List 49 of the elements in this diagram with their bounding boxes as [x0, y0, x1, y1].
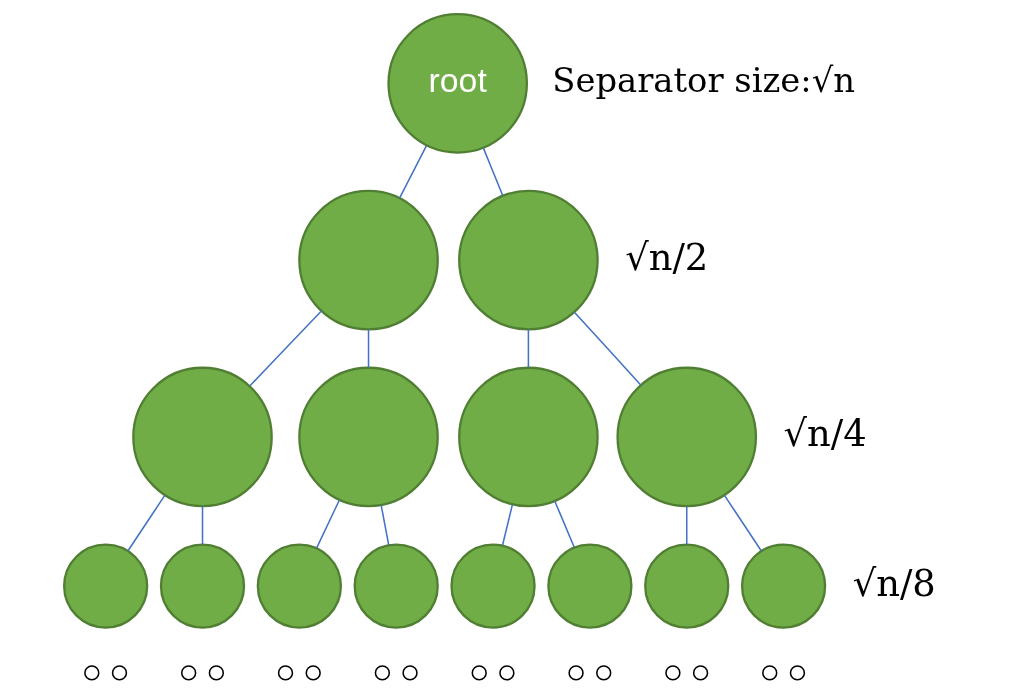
connector: [482, 147, 504, 197]
node-circle: [353, 543, 439, 629]
node-circle: [761, 665, 777, 681]
node-circle: [740, 543, 826, 629]
node-circle: [498, 665, 515, 681]
label: √n/4: [783, 412, 867, 456]
node-circle: [180, 665, 196, 681]
node-circle: [277, 665, 293, 681]
connector: [126, 494, 166, 552]
node-circle: [62, 543, 148, 629]
connector: [248, 310, 322, 387]
connector: [553, 500, 575, 549]
node-circle: root: [386, 13, 528, 154]
node-circle: [256, 543, 342, 629]
node-circle: [546, 543, 633, 629]
connector: [367, 328, 369, 369]
label: √n/8: [852, 561, 936, 605]
node-circle: [789, 665, 805, 681]
node-circle: [297, 189, 439, 331]
node-circle: [159, 543, 245, 629]
node-circle: [567, 665, 584, 681]
connector: [573, 311, 641, 386]
node-circle: [83, 665, 99, 681]
label: √n/2: [624, 235, 708, 279]
connector: [201, 505, 203, 545]
node-circle: [615, 366, 757, 508]
node-circle: [457, 366, 599, 508]
connector: [527, 328, 529, 369]
node-circle: [208, 665, 224, 681]
connector: [723, 494, 762, 552]
node-circle: [643, 543, 729, 629]
node-circle: [131, 366, 273, 508]
node-circle: [664, 665, 681, 681]
connector: [315, 499, 340, 549]
connector: [398, 144, 427, 199]
connector: [501, 503, 513, 547]
node-circle: [457, 189, 599, 331]
node-circle: [595, 665, 611, 681]
node-circle: [111, 665, 127, 681]
node-circle: [297, 366, 439, 508]
node-circle: [471, 665, 487, 681]
node-circle: [449, 543, 536, 629]
node-circle: [401, 665, 418, 681]
connector: [379, 504, 389, 546]
node-circle: [692, 665, 708, 681]
node-circle: [374, 665, 390, 681]
connector: [685, 505, 687, 545]
label: Separator size:√n: [551, 60, 855, 100]
node-circle: [305, 665, 321, 681]
